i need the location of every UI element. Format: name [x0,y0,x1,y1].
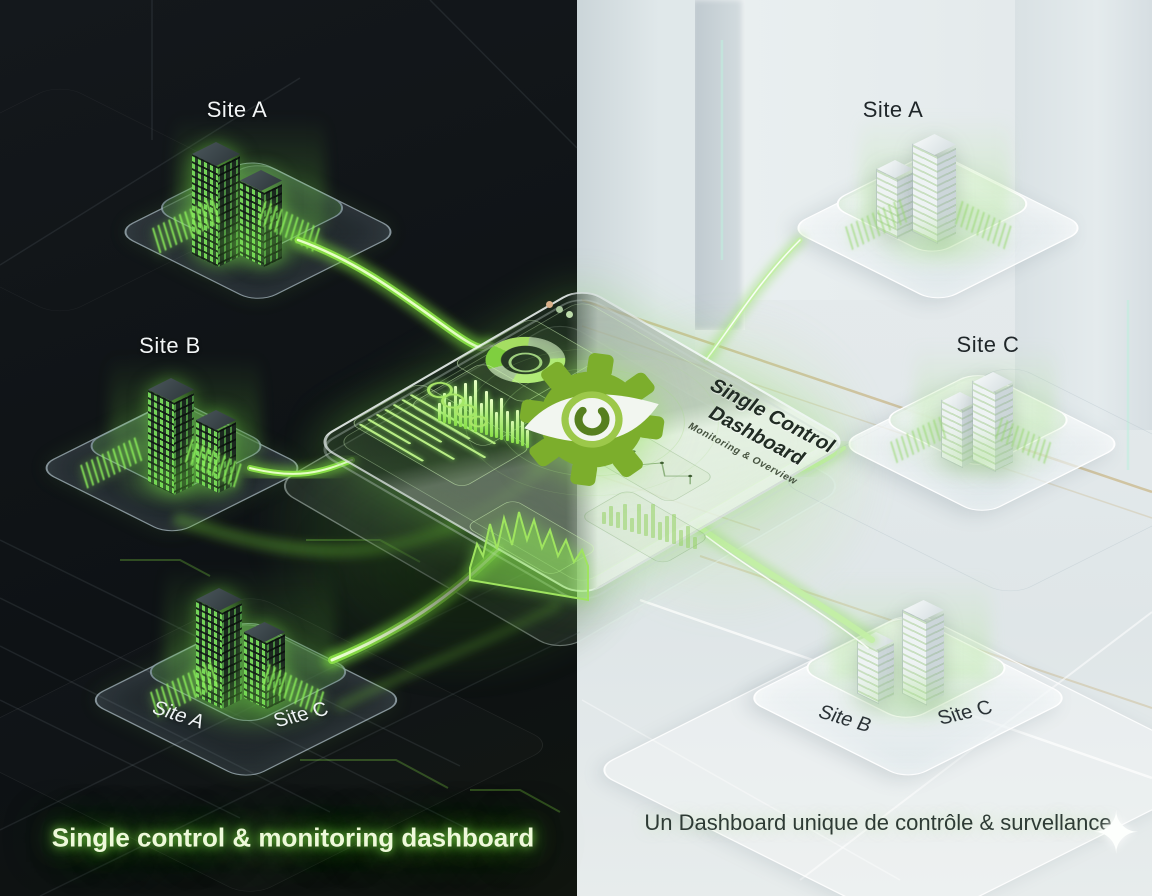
building-roof [877,160,913,178]
sparkle-icon: ✦ [1091,801,1141,866]
bar [495,412,499,439]
bar [521,419,525,446]
spark-bar [672,513,676,544]
spark-bar [630,517,634,532]
bar [448,402,452,425]
spark-bar [637,503,641,534]
spark-bar [658,521,662,540]
bar [474,379,478,432]
eye-shape [524,391,659,448]
bar [510,420,514,443]
bar [516,410,519,445]
label-right-site-a: Site A [862,97,924,122]
wall-panel [695,0,745,330]
bar [490,398,493,437]
caption-right: Un Dashboard unique de contrôle & survel… [644,810,1112,835]
list-line [358,423,425,462]
spark-bar [665,515,669,542]
caption-left: Single control & monitoring dashboard [51,822,535,853]
label-left-site-a: Site A [206,97,268,122]
spark-bar [693,537,697,550]
spark-bar [616,511,620,528]
bar [469,396,473,431]
label-right-site-c: Site C [956,332,1020,357]
building-roof [942,392,978,410]
status-dot [566,311,573,318]
spark-bar [602,512,606,524]
building-roof [973,372,1013,392]
building-roof [244,622,285,642]
bar [479,403,483,434]
list-line [384,408,443,443]
status-dot [546,301,553,308]
building-roof [196,410,236,430]
bar [453,385,457,426]
spark-bar [623,503,627,530]
gear-eye-icon [502,337,682,508]
spark-bar [651,503,655,538]
building-roof [913,134,956,155]
spark-bar [609,505,613,526]
bar [505,411,509,442]
bar [500,397,504,440]
bar [484,391,488,436]
bar [438,403,441,421]
list-line [367,418,412,445]
building-roof [240,170,282,191]
bar [464,382,467,429]
building-roof [196,588,242,611]
label-left-site-b: Site B [139,333,201,358]
spark-bar [644,513,648,536]
glow-pool [835,668,990,728]
spark-bar [686,525,690,548]
building-roof [903,600,944,620]
building-roof [148,378,194,401]
status-dot [556,306,563,313]
bar [526,429,530,448]
bar [458,399,462,428]
bar [443,392,447,423]
spark-bar [679,529,683,546]
